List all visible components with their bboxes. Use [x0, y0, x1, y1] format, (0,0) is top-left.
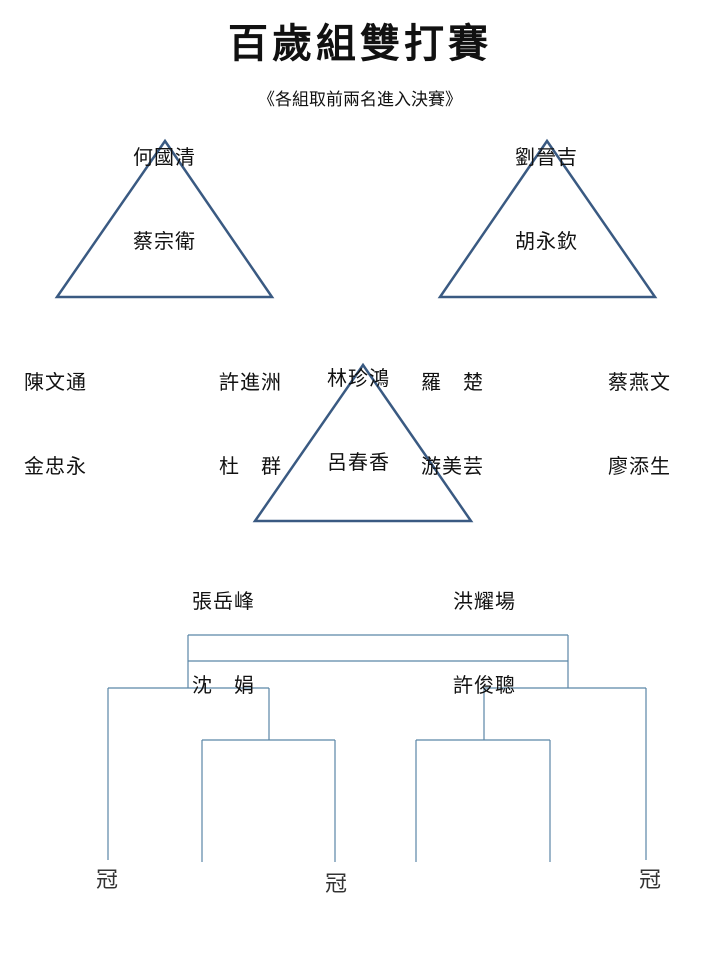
player-name: 胡永欽: [515, 229, 578, 253]
player-name: 游美芸: [421, 454, 484, 478]
champion-label-left: 冠: [96, 868, 119, 893]
player-name: 沈 娟: [192, 673, 255, 697]
champion-label-center: 冠: [325, 872, 348, 897]
player-name: 許俊聰: [453, 673, 516, 697]
group-3-team-3: 洪耀場 許俊聰: [453, 531, 516, 755]
page-subtitle: 《各組取前兩名進入決賽》: [258, 90, 462, 110]
player-name: 杜 群: [219, 454, 282, 478]
group-3-team-2: 張岳峰 沈 娟: [192, 531, 255, 755]
group-1-team-3: 許進洲 杜 群: [219, 312, 282, 536]
player-name: 林珍鴻: [327, 366, 390, 390]
player-name: 劉晉吉: [515, 145, 578, 169]
knockout-bracket: [107, 634, 647, 862]
group-2-triangle: [437, 138, 658, 299]
player-name: 羅 楚: [421, 370, 484, 394]
group-1-triangle: [54, 138, 275, 299]
player-name: 陳文通: [24, 370, 87, 394]
page-title: 百歲組雙打賽: [228, 20, 492, 67]
group-1-team-2: 陳文通 金忠永: [24, 312, 87, 536]
player-name: 金忠永: [24, 454, 87, 478]
player-name: 廖添生: [608, 454, 671, 478]
player-name: 呂春香: [327, 450, 390, 474]
player-name: 蔡燕文: [608, 370, 671, 394]
group-2-team-2: 羅 楚 游美芸: [421, 312, 484, 536]
champion-label-right: 冠: [639, 868, 662, 893]
player-name: 蔡宗衛: [133, 229, 196, 253]
player-name: 洪耀場: [453, 589, 516, 613]
group-2-team-1: 劉晉吉 胡永欽: [515, 87, 578, 311]
player-name: 張岳峰: [192, 589, 255, 613]
player-name: 許進洲: [219, 370, 282, 394]
group-2-team-3: 蔡燕文 廖添生: [608, 312, 671, 536]
group-3-triangle: [252, 362, 474, 523]
group-1-team-1: 何國清 蔡宗衛: [133, 87, 196, 311]
group-3-team-1: 林珍鴻 呂春香: [327, 308, 390, 532]
player-name: 何國清: [133, 145, 196, 169]
